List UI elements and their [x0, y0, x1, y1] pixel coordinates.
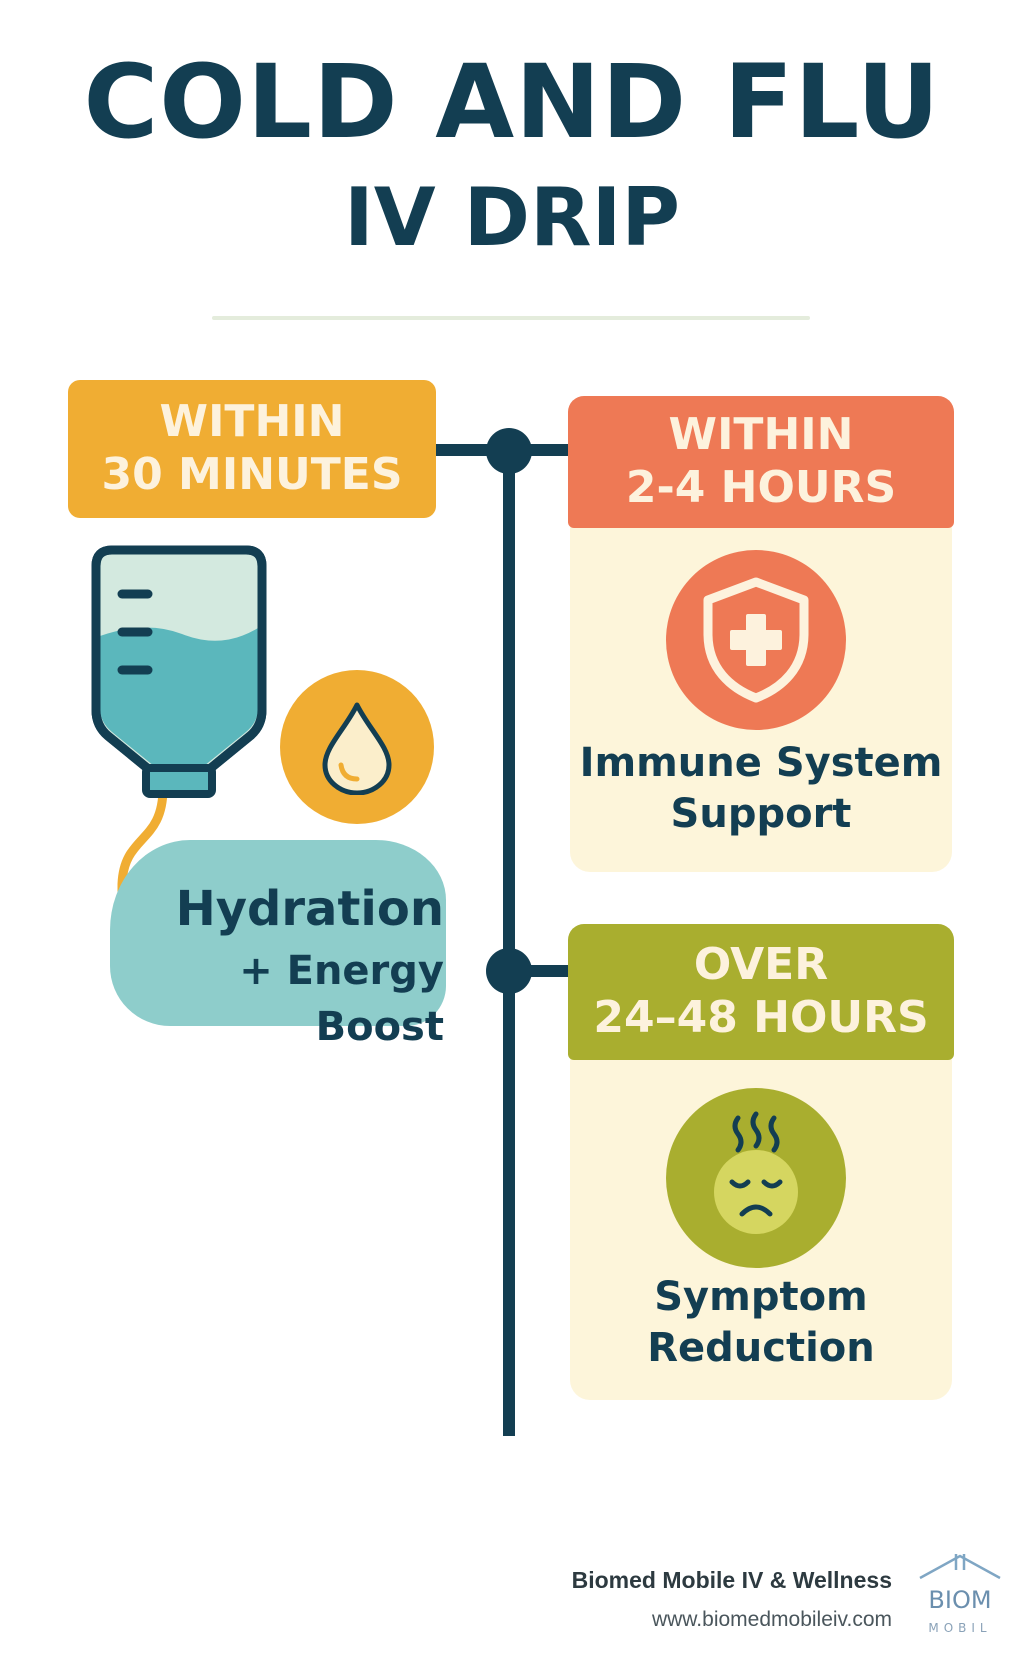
footer-company-name: Biomed Mobile IV & Wellness — [571, 1567, 892, 1593]
stage-1-benefit-line1: Hydration — [175, 881, 444, 937]
stage-3-benefit-line2: Reduction — [647, 1325, 875, 1372]
sick-face-circle — [666, 1088, 846, 1268]
stage-3-time-badge: OVER 24–48 HOURS — [568, 924, 954, 1060]
stage-2-time-line1: WITHIN — [668, 409, 854, 461]
iv-bag-icon — [91, 545, 267, 921]
logo-text-top: BIOM — [928, 1586, 991, 1614]
stage-2-time-badge: WITHIN 2-4 HOURS — [568, 396, 954, 528]
stage-3-benefit-line1: Symptom — [654, 1274, 868, 1320]
stage-1-benefit-line2: + Energy Boost — [239, 948, 444, 1051]
shield-circle — [666, 550, 846, 730]
title-divider — [212, 316, 810, 320]
stage-3-benefit: Symptom Reduction — [570, 1272, 952, 1374]
hydration-background — [110, 840, 446, 1026]
sick-face-icon — [714, 1111, 798, 1234]
water-drop-circle — [280, 670, 434, 824]
shield-cross-icon — [703, 577, 809, 703]
timeline-node-1 — [486, 428, 532, 474]
stage-2-benefit-line1: Immune System — [579, 740, 943, 786]
timeline-line — [503, 456, 515, 1436]
stage-1-time-badge: WITHIN 30 MINUTES — [68, 380, 436, 518]
title-line-2: IV DRIP — [344, 171, 680, 264]
stage-2-benefit-line2: Support — [670, 791, 852, 838]
stage-1-time-line1: WITHIN — [159, 396, 345, 448]
stage-1-time-line2: 30 MINUTES — [101, 449, 403, 500]
timeline-node-2 — [486, 948, 532, 994]
stage-2-time-line2: 2-4 HOURS — [625, 462, 897, 513]
hydration-label: Hydration + Energy Boost — [110, 876, 446, 1055]
footer-website-link[interactable]: www.biomedmobileiv.com — [651, 1608, 892, 1631]
title-line-1: COLD AND FLU — [83, 43, 941, 162]
water-drop-icon — [322, 702, 392, 795]
stage-3-time-line2: 24–48 HOURS — [593, 992, 929, 1043]
logo-text-bottom: MOBIL — [928, 1621, 991, 1635]
stage-3-time-line1: OVER — [693, 939, 829, 991]
biomed-logo: BIOM MOBIL — [919, 1554, 1001, 1635]
stage-2-benefit: Immune System Support — [570, 738, 952, 840]
